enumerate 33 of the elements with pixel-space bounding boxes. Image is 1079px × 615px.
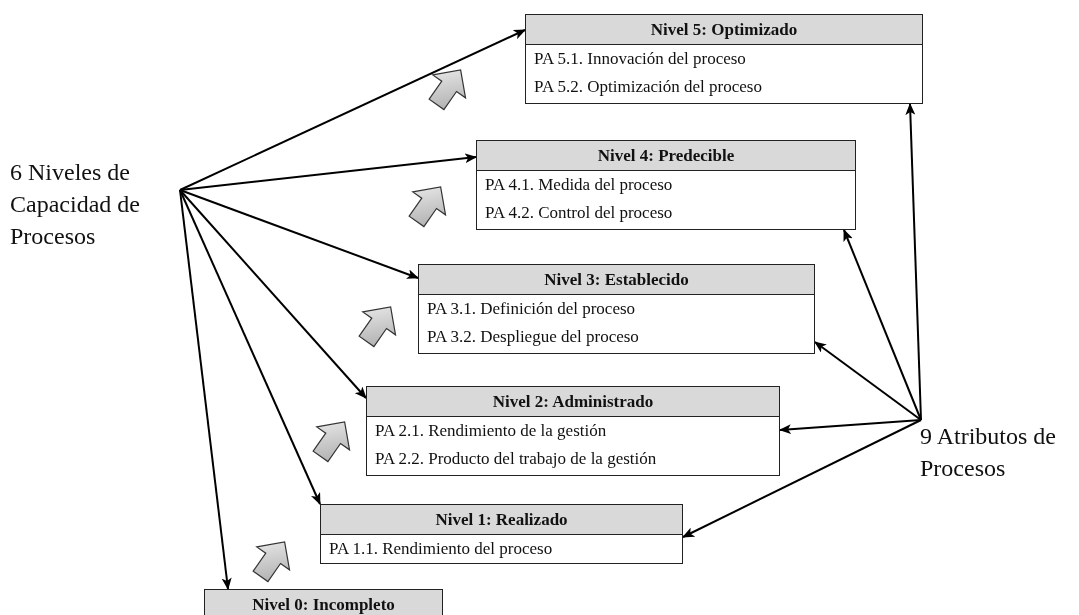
- text-label: 6 Niveles de Capacidad de Procesos: [10, 158, 141, 251]
- arrow: [179, 189, 367, 399]
- attribute-row-text: PA 4.2. Control del proceso: [484, 202, 674, 225]
- level-heading: Nivel 0: Incompleto: [205, 590, 442, 615]
- attribute-row-text: PA 2.2. Producto del trabajo de la gestión: [374, 448, 658, 471]
- level-heading: Nivel 1: Realizado: [321, 505, 682, 535]
- attribute-row-text: PA 3.2. Despliegue del proceso: [426, 326, 640, 349]
- arrow: [179, 29, 526, 191]
- level-heading: Nivel 5: Optimizado: [526, 15, 922, 45]
- attribute-row-text: PA 1.1. Rendimiento del proceso: [328, 538, 554, 561]
- arrow: [179, 189, 419, 279]
- arrow: [179, 153, 477, 191]
- level-table: [418, 264, 815, 354]
- attribute-row-text: PA 2.1. Rendimiento de la gestión: [374, 420, 608, 443]
- level-heading: Nivel 2: Administrado: [367, 387, 779, 417]
- attribute-row-text: PA 5.1. Innovación del proceso: [533, 48, 747, 71]
- level-heading: Nivel 4: Predecible: [477, 141, 855, 171]
- arrow: [179, 189, 321, 505]
- level-table: [476, 140, 856, 230]
- arrow: [905, 103, 922, 421]
- arrow: [843, 229, 922, 421]
- level-table: [525, 14, 923, 104]
- arrow: [779, 419, 922, 435]
- arrow: [814, 341, 922, 421]
- attribute-row-text: PA 4.1. Medida del proceso: [484, 174, 674, 197]
- level-table: [366, 386, 780, 476]
- arrow: [682, 419, 922, 538]
- level-table: [320, 504, 683, 564]
- attribute-row-text: PA 5.2. Optimización del proceso: [533, 76, 763, 99]
- attribute-row-text: PA 3.1. Definición del proceso: [426, 298, 637, 321]
- level-heading: Nivel 3: Establecido: [419, 265, 814, 295]
- arrow: [179, 189, 232, 590]
- text-label: 9 Atributos de Procesos: [920, 422, 1057, 483]
